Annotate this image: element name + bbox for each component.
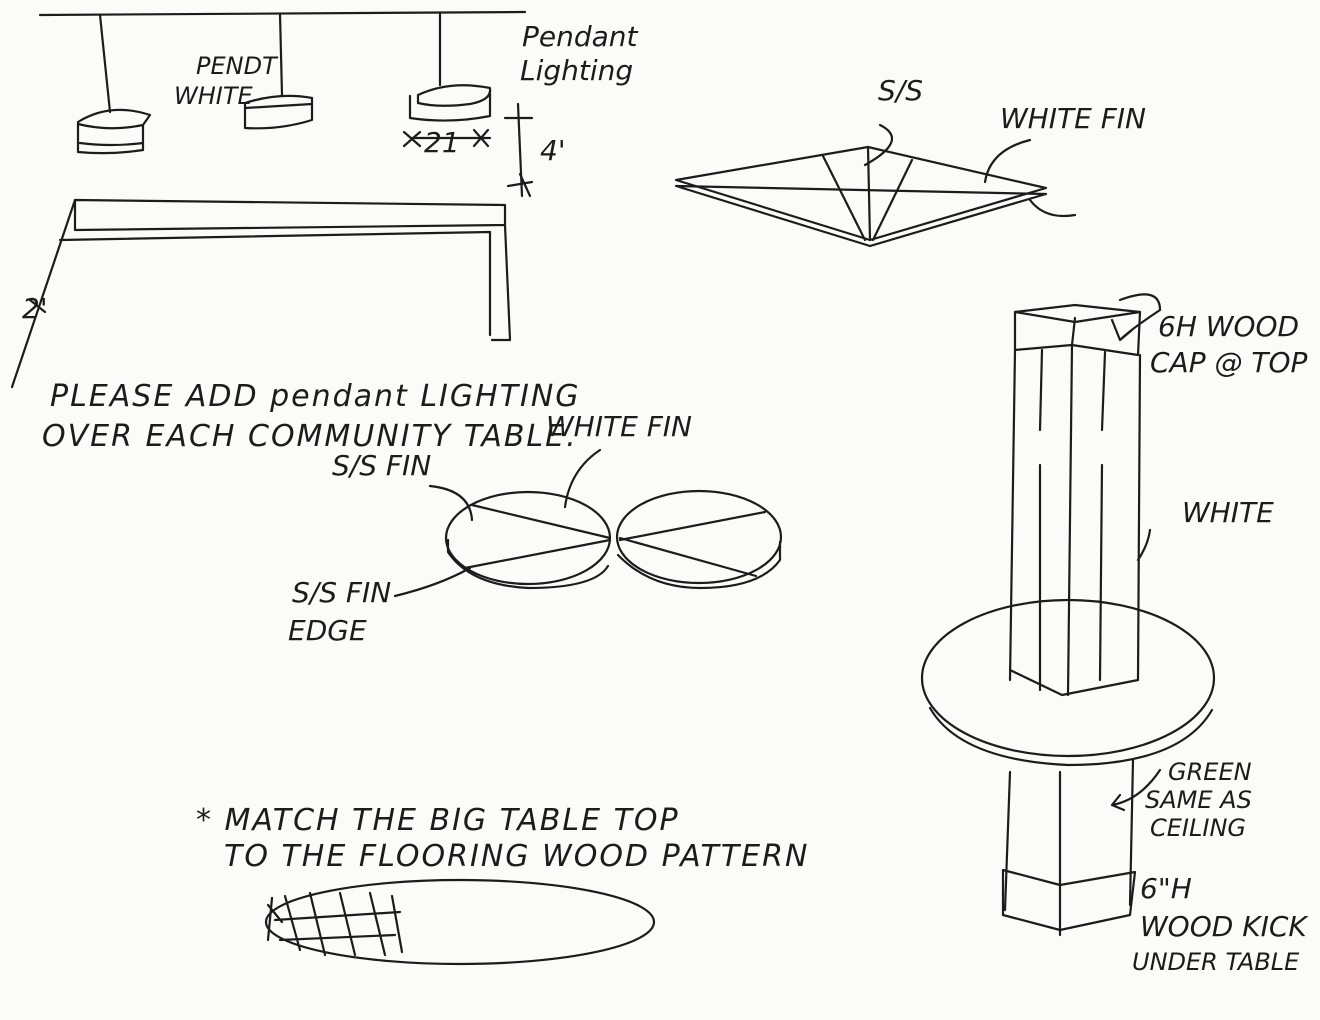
pendant-lighting-label-2: Lighting <box>520 54 633 87</box>
column-cap <box>1013 303 1142 357</box>
square-tabletop-sketch <box>674 123 1077 248</box>
please-add-note-2: OVER EACH COMMUNITY TABLE. <box>42 419 578 454</box>
pendant-white-label-2: WHITE <box>174 82 254 110</box>
oval-tabletop-sketch <box>264 878 656 966</box>
white-column-label: WHITE <box>1182 496 1274 529</box>
dimension-4-label: 4' <box>540 134 566 167</box>
pendant-3 <box>408 84 492 122</box>
wood-kick-label-2: WOOD KICK <box>1140 910 1309 943</box>
pendant-1 <box>76 108 152 155</box>
wood-cap-label-1: 6H WOOD <box>1158 310 1299 343</box>
ss-fin-label: S/S FIN <box>332 449 431 482</box>
pendant-white-label-1: PENDT <box>196 52 279 80</box>
pendant-2 <box>243 94 314 130</box>
match-note-1: * MATCH THE BIG TABLE TOP <box>196 803 680 838</box>
green-label-2: SAME AS <box>1145 786 1252 814</box>
dimension-2-label: 2' <box>22 292 48 325</box>
pendant-lighting-sketch <box>10 10 534 389</box>
white-fin-top-label: WHITE FIN <box>1000 102 1146 135</box>
round-table-top <box>920 598 1216 758</box>
ss-fin-edge-label-2: EDGE <box>288 614 367 647</box>
match-note-2: TO THE FLOORING WOOD PATTERN <box>224 839 809 874</box>
ss-fin-edge-label-1: S/S FIN <box>292 576 391 609</box>
wood-kick-label-1: 6"H <box>1140 872 1192 905</box>
round-tabletops-sketch <box>393 448 783 598</box>
pendant-lighting-label-1: Pendant <box>522 20 639 53</box>
please-add-note-1: PLEASE ADD pendant LIGHTING <box>50 379 581 414</box>
green-label-3: CEILING <box>1150 814 1246 842</box>
green-label-1: GREEN <box>1168 758 1252 786</box>
dimension-21-label: 21 <box>424 126 460 159</box>
wood-kick <box>1001 868 1137 932</box>
wood-kick-label-3: UNDER TABLE <box>1132 948 1300 976</box>
wood-cap-label-2: CAP @ TOP <box>1150 346 1308 379</box>
white-fin-mid-label: WHITE FIN <box>546 410 692 443</box>
stainless-steel-top-label: S/S <box>878 74 923 107</box>
column-table-sketch <box>920 293 1216 937</box>
